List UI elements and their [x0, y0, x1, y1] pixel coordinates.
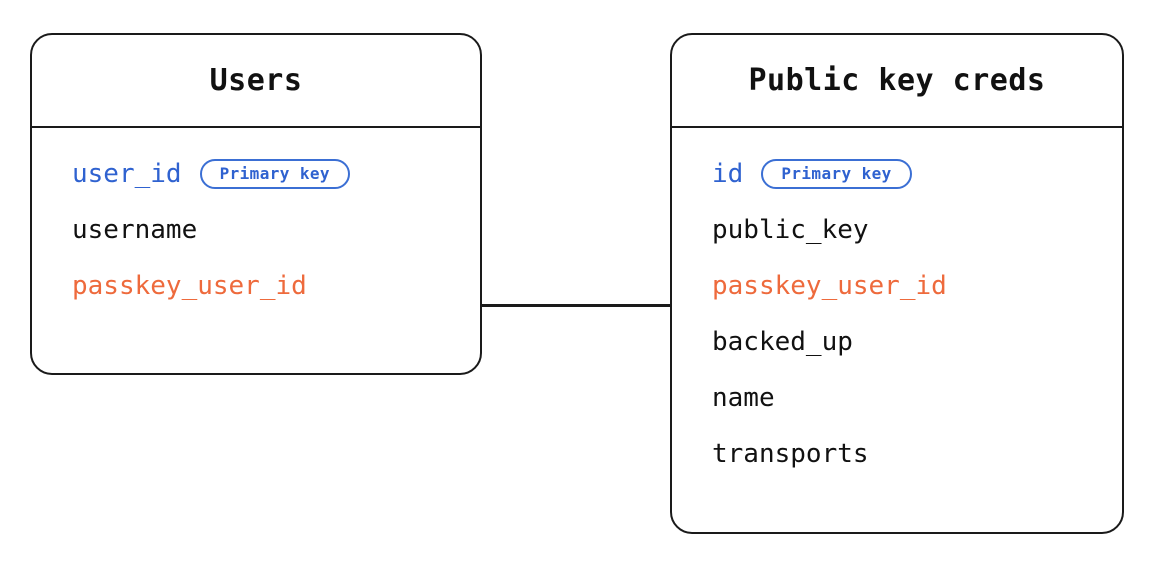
- entity-public-key-creds-attributes: id Primary key public_key passkey_user_i…: [672, 128, 1122, 498]
- entity-public-key-creds[interactable]: Public key creds id Primary key public_k…: [670, 33, 1124, 534]
- primary-key-badge-label: Primary key: [781, 164, 892, 183]
- attribute-label-user-id: user_id: [72, 159, 182, 189]
- attribute-row-transports[interactable]: transports: [672, 436, 1122, 472]
- attribute-row-name[interactable]: name: [672, 380, 1122, 416]
- attribute-row-backed-up[interactable]: backed_up: [672, 324, 1122, 360]
- entity-users-header: Users: [32, 35, 480, 128]
- attribute-row-user-id[interactable]: user_id Primary key: [32, 156, 480, 192]
- entity-public-key-creds-header: Public key creds: [672, 35, 1122, 128]
- attribute-row-username[interactable]: username: [32, 212, 480, 248]
- attribute-label-id: id: [712, 159, 744, 189]
- primary-key-badge-label: Primary key: [219, 164, 330, 183]
- attribute-label-passkey-user-id: passkey_user_id: [72, 271, 307, 301]
- relationship-connector-line: [482, 304, 670, 307]
- entity-public-key-creds-title: Public key creds: [748, 63, 1046, 98]
- attribute-label-transports: transports: [712, 439, 869, 469]
- attribute-row-passkey-user-id[interactable]: passkey_user_id: [32, 268, 480, 304]
- attribute-row-passkey-user-id[interactable]: passkey_user_id: [672, 268, 1122, 304]
- attribute-label-backed-up: backed_up: [712, 327, 853, 357]
- primary-key-badge: Primary key: [199, 159, 350, 189]
- attribute-label-passkey-user-id: passkey_user_id: [712, 271, 947, 301]
- attribute-row-id[interactable]: id Primary key: [672, 156, 1122, 192]
- attribute-row-public-key[interactable]: public_key: [672, 212, 1122, 248]
- entity-users-attributes: user_id Primary key username passkey_use…: [32, 128, 480, 330]
- entity-users[interactable]: Users user_id Primary key username passk…: [30, 33, 482, 375]
- primary-key-badge: Primary key: [761, 159, 912, 189]
- entity-users-title: Users: [209, 63, 303, 98]
- attribute-label-name: name: [712, 383, 775, 413]
- attribute-label-public-key: public_key: [712, 215, 869, 245]
- attribute-label-username: username: [72, 215, 198, 245]
